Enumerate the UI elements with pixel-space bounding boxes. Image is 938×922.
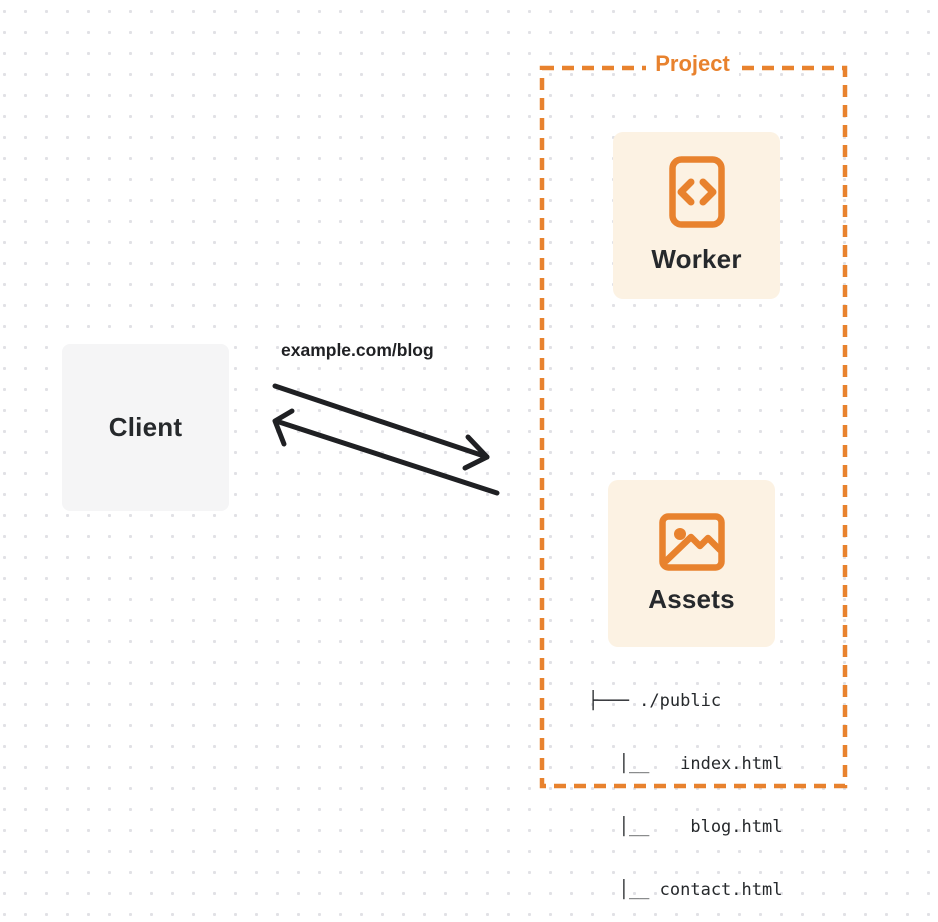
worker-node: Worker: [613, 132, 780, 299]
worker-label: Worker: [651, 244, 742, 274]
client-label: Client: [108, 412, 183, 442]
assets-node: Assets: [608, 480, 775, 647]
assets-label: Assets: [648, 583, 735, 614]
client-node: Client: [62, 344, 229, 511]
file-tree-line: │__ blog.html: [588, 817, 783, 837]
code-document-icon: [668, 156, 725, 228]
file-tree-line: │__ contact.html: [588, 880, 783, 900]
assets-file-tree: ├─── ./public │__ index.html │__ blog.ht…: [588, 649, 782, 922]
file-tree-line: ├─── ./public: [588, 691, 722, 711]
project-title-wrap: Project: [540, 50, 845, 77]
image-icon: [658, 512, 725, 571]
response-arrow: [272, 408, 500, 496]
file-tree-line: │__ index.html: [588, 754, 783, 774]
project-title: Project: [646, 50, 739, 77]
request-arrow: [272, 383, 490, 471]
request-url-label: example.com/blog: [281, 340, 434, 360]
